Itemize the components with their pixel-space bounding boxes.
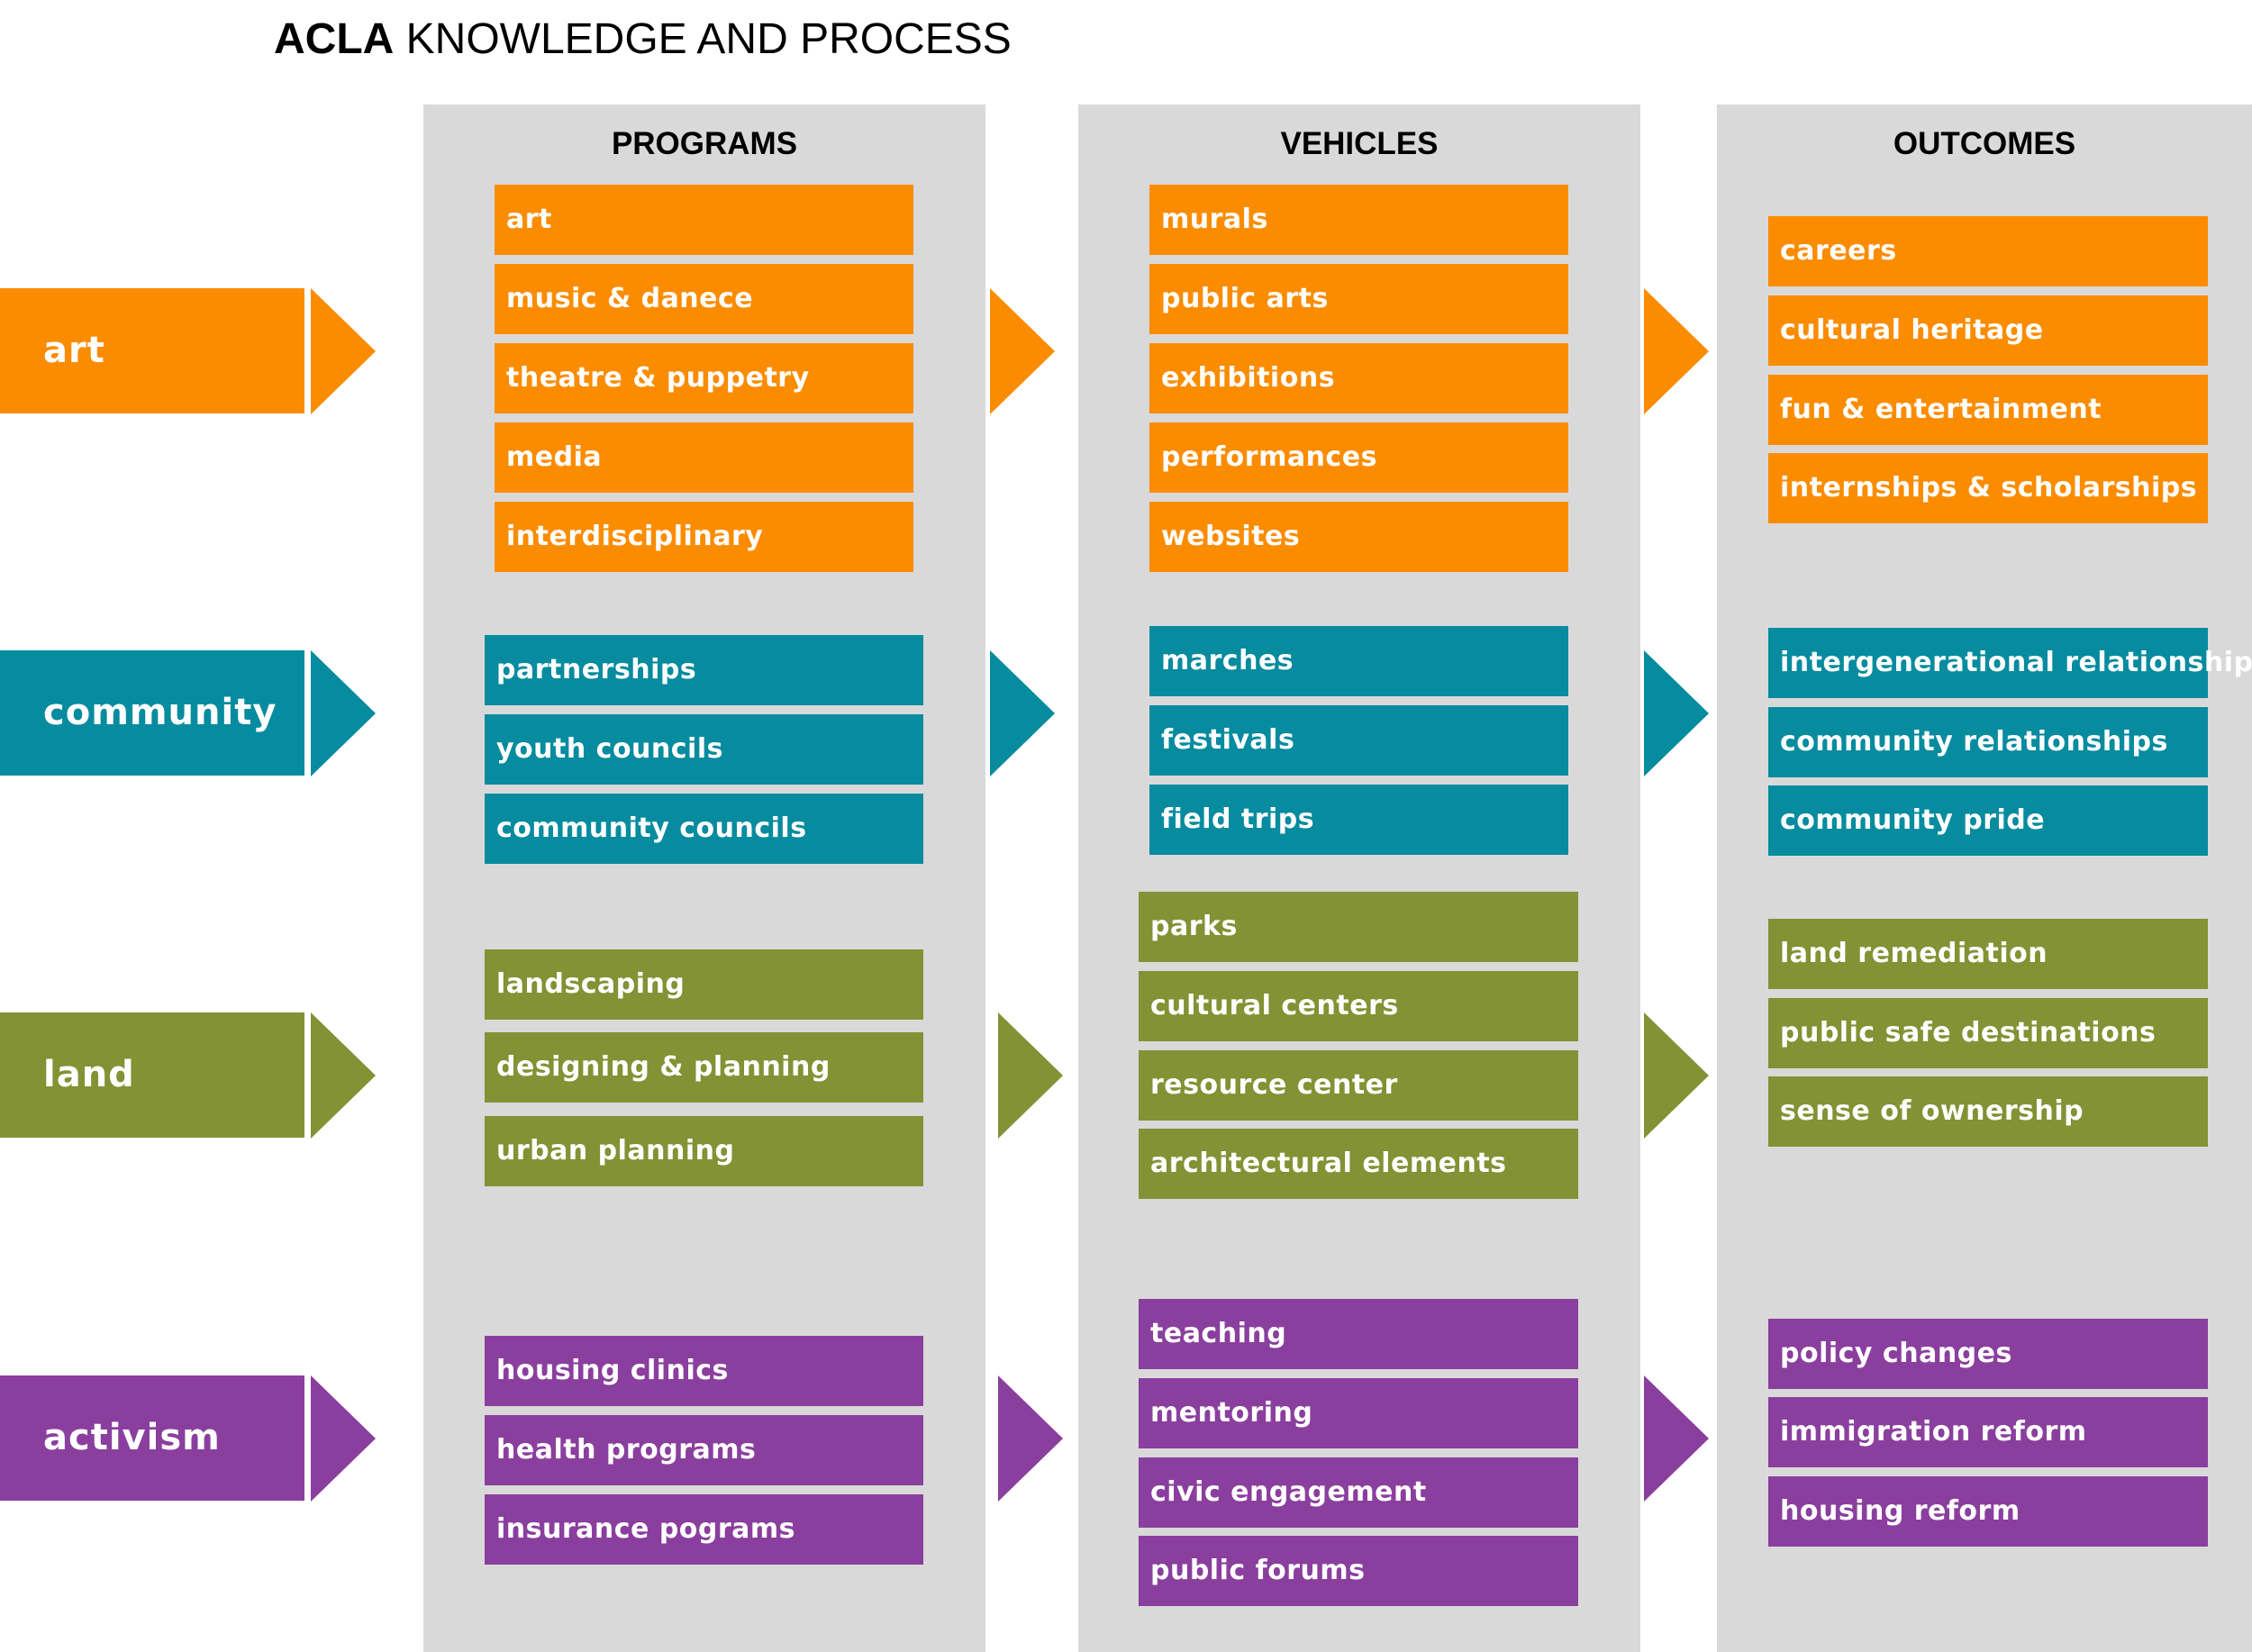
- vehicle-item: murals: [1149, 185, 1568, 255]
- program-item: designing & planning: [485, 1032, 923, 1103]
- outcome-item: immigration reform: [1768, 1397, 2208, 1467]
- outcome-item: cultural heritage: [1768, 295, 2208, 366]
- outcome-item: land remediation: [1768, 919, 2208, 989]
- outcomes-header: OUTCOMES: [1893, 126, 2076, 161]
- outcome-item: housing reform: [1768, 1476, 2208, 1547]
- vehicle-item: architectural elements: [1139, 1129, 1578, 1199]
- program-item: partnerships: [485, 635, 923, 705]
- category-community: community: [0, 650, 304, 776]
- vehicles-to-outcomes-arrow-land: [1644, 1012, 1709, 1139]
- vehicles-to-outcomes-arrow-art: [1644, 288, 1709, 414]
- program-item: music & danece: [495, 264, 913, 334]
- programs-to-vehicles-arrow-art: [990, 288, 1055, 414]
- vehicle-item: websites: [1149, 502, 1568, 572]
- vehicle-item: cultural centers: [1139, 971, 1578, 1041]
- vehicle-item: performances: [1149, 422, 1568, 493]
- vehicle-item: civic engagement: [1139, 1457, 1578, 1528]
- program-item: urban planning: [485, 1116, 923, 1186]
- program-item: art: [495, 185, 913, 255]
- vehicle-item: parks: [1139, 892, 1578, 962]
- vehicle-item: public forums: [1139, 1536, 1578, 1606]
- title-bold: ACLA: [274, 15, 395, 63]
- programs-to-vehicles-arrow-community: [990, 650, 1055, 776]
- category-art-arrow: [311, 288, 376, 414]
- category-land: land: [0, 1012, 304, 1138]
- vehicle-item: teaching: [1139, 1299, 1578, 1369]
- program-item: theatre & puppetry: [495, 343, 913, 413]
- vehicles-header: VEHICLES: [1280, 126, 1439, 161]
- outcome-item: community pride: [1768, 785, 2208, 856]
- vehicle-item: resource center: [1139, 1050, 1578, 1121]
- vehicle-item: marches: [1149, 626, 1568, 696]
- vehicle-item: public arts: [1149, 264, 1568, 334]
- outcome-item: public safe destinations: [1768, 998, 2208, 1068]
- diagram-title: ACLA KNOWLEDGE AND PROCESS: [274, 14, 1012, 64]
- program-item: health programs: [485, 1415, 923, 1485]
- vehicle-item: field trips: [1149, 785, 1568, 855]
- program-item: community councils: [485, 794, 923, 864]
- category-activism: activism: [0, 1375, 304, 1501]
- programs-to-vehicles-arrow-land: [998, 1012, 1063, 1139]
- programs-to-vehicles-arrow-activism: [998, 1375, 1063, 1502]
- category-activism-arrow: [311, 1375, 376, 1502]
- program-item: interdisciplinary: [495, 502, 913, 572]
- outcome-item: sense of ownership: [1768, 1076, 2208, 1147]
- outcome-item: fun & entertainment: [1768, 375, 2208, 445]
- outcome-item: intergenerational relationships: [1768, 628, 2252, 698]
- vehicles-to-outcomes-arrow-activism: [1644, 1375, 1709, 1502]
- category-land-arrow: [311, 1012, 376, 1139]
- program-item: media: [495, 422, 913, 493]
- outcome-item: policy changes: [1768, 1319, 2208, 1389]
- vehicles-to-outcomes-arrow-community: [1644, 650, 1709, 776]
- outcome-item: careers: [1768, 216, 2208, 286]
- category-art: art: [0, 288, 304, 413]
- title-rest: KNOWLEDGE AND PROCESS: [394, 15, 1012, 63]
- vehicle-item: mentoring: [1139, 1378, 1578, 1448]
- outcome-item: community relationships: [1768, 707, 2208, 777]
- program-item: youth councils: [485, 714, 923, 785]
- program-item: insurance pograms: [485, 1494, 923, 1565]
- category-community-arrow: [311, 650, 376, 776]
- vehicle-item: exhibitions: [1149, 343, 1568, 413]
- outcome-item: internships & scholarships: [1768, 453, 2208, 523]
- vehicle-item: festivals: [1149, 705, 1568, 776]
- program-item: housing clinics: [485, 1336, 923, 1406]
- programs-header: PROGRAMS: [611, 126, 798, 161]
- program-item: landscaping: [485, 949, 923, 1020]
